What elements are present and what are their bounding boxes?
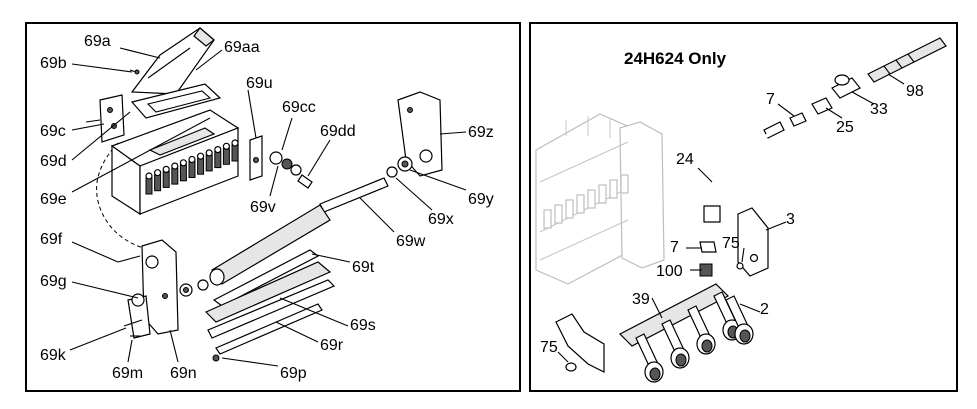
scraper-blades — [204, 249, 336, 362]
hose-98 — [867, 37, 947, 83]
callout-25: 25 — [836, 119, 854, 136]
nozzle — [197, 152, 205, 175]
nozzle — [179, 159, 187, 182]
swivel-33 — [831, 74, 861, 99]
fitting-25 — [811, 97, 833, 115]
callout-3: 3 — [786, 211, 795, 228]
callout-69dd: 69dd — [320, 123, 356, 140]
callout-75-upper: 75 — [722, 235, 740, 252]
callout-69cc: 69cc — [282, 99, 316, 116]
callout-69r: 69r — [320, 337, 344, 354]
diagram-title: 24H624 Only — [624, 49, 727, 68]
manifold-block — [110, 109, 240, 216]
pipe-24 — [703, 121, 785, 223]
callout-69t: 69t — [352, 259, 375, 276]
callout-69p: 69p — [280, 365, 307, 382]
faint-nozzle-row — [543, 174, 629, 229]
spray-gun — [687, 305, 716, 355]
callout-24: 24 — [676, 151, 694, 168]
spray-gun — [635, 333, 664, 383]
bracket-69u — [249, 135, 263, 181]
callout-69w: 69w — [396, 233, 426, 250]
nozzle — [222, 142, 230, 165]
nozzle — [154, 169, 162, 192]
callout-69a: 69a — [84, 33, 111, 50]
nozzle-row — [145, 139, 239, 195]
callout-69u: 69u — [246, 75, 273, 92]
left-artwork — [69, 27, 467, 367]
callout-69m: 69m — [112, 365, 143, 382]
callout-7-lower: 7 — [670, 239, 679, 256]
faint-nozzle — [609, 179, 618, 199]
callout-69f: 69f — [40, 231, 63, 248]
callout-69v: 69v — [250, 199, 276, 216]
callout-75-lower: 75 — [540, 339, 558, 356]
faint-nozzle — [620, 174, 629, 194]
callout-2: 2 — [760, 301, 769, 318]
right-callout-labels: 24H624 Only 7 98 25 33 24 3 7 75 100 39 … — [540, 49, 924, 356]
callout-39: 39 — [632, 291, 650, 308]
arm-link — [123, 293, 151, 339]
right-leader-lines — [557, 73, 905, 363]
faint-nozzle — [587, 189, 596, 209]
faint-nozzle — [576, 194, 585, 214]
callout-69k: 69k — [40, 347, 67, 364]
spray-gun-row — [635, 291, 754, 383]
faint-nozzle — [543, 209, 552, 229]
nozzle — [162, 165, 170, 188]
nozzle — [171, 162, 179, 185]
nozzle — [231, 139, 239, 162]
callout-69g: 69g — [40, 273, 67, 290]
callout-98: 98 — [906, 83, 924, 100]
spray-gun-2 — [725, 295, 754, 345]
callout-69e: 69e — [40, 191, 67, 208]
callout-33: 33 — [870, 101, 888, 118]
bracket-3 — [737, 207, 769, 277]
callout-69b: 69b — [40, 55, 67, 72]
callout-69d: 69d — [40, 153, 67, 170]
o-ring-75 — [736, 262, 744, 270]
right-artwork — [535, 37, 947, 383]
left-leader-lines — [69, 47, 467, 367]
roller-shaft — [209, 177, 389, 286]
nozzle — [205, 149, 213, 172]
background-assembly-faint — [535, 113, 665, 285]
callout-69x: 69x — [428, 211, 454, 228]
nozzle — [145, 172, 153, 195]
callout-69n: 69n — [170, 365, 197, 382]
faint-nozzle — [565, 199, 574, 219]
fitting-100 — [699, 263, 713, 277]
callout-7-upper: 7 — [766, 91, 775, 108]
washer-69x — [386, 166, 398, 178]
fitting-7-lower — [699, 241, 717, 253]
callout-69s: 69s — [350, 317, 376, 334]
nozzle — [188, 155, 196, 178]
callout-69c: 69c — [40, 123, 66, 140]
hopper-part — [130, 27, 215, 95]
callout-69y: 69y — [468, 191, 494, 208]
faint-nozzle — [598, 184, 607, 204]
assembly-outline-dashed — [96, 142, 151, 251]
nozzle — [214, 146, 222, 169]
manifold-39 — [618, 283, 730, 347]
gasket-part — [130, 83, 222, 119]
left-callout-labels: 69a 69aa 69b 69c 69d 69e 69u 69cc 69dd 6… — [40, 33, 494, 382]
fitting-7-upper — [789, 112, 807, 127]
bracket-lower-left — [555, 313, 605, 373]
callout-69aa: 69aa — [224, 39, 260, 56]
side-plate-left — [141, 239, 209, 335]
callout-69z: 69z — [468, 124, 494, 141]
callout-100: 100 — [656, 263, 683, 280]
faint-nozzle — [554, 204, 563, 224]
spray-gun — [661, 319, 690, 369]
washer-chain — [269, 151, 313, 189]
side-bracket-plate — [85, 94, 125, 143]
